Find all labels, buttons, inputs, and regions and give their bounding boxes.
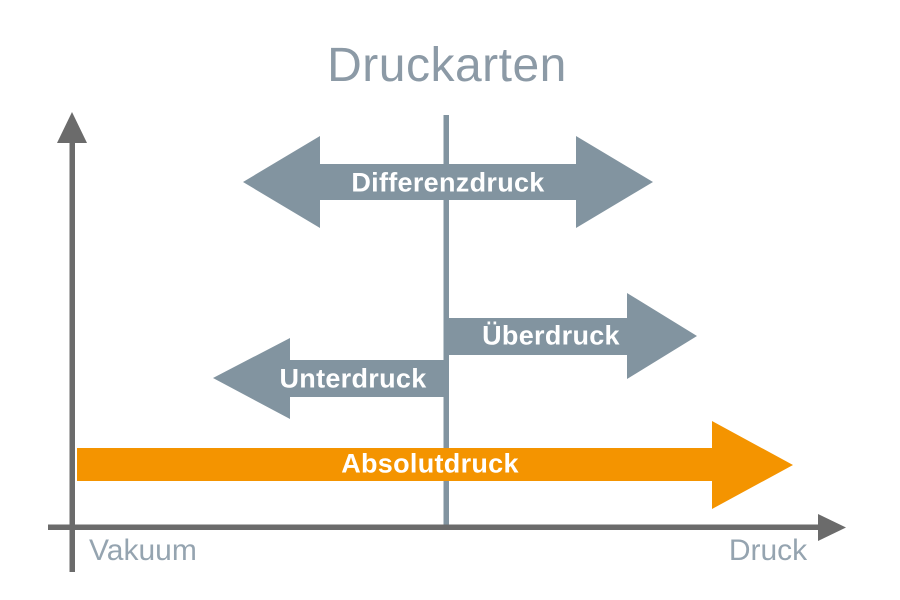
- y-axis-line: [69, 135, 75, 572]
- x-axis-line: [48, 524, 820, 530]
- differenzdruck-arrow: [243, 136, 653, 228]
- differenzdruck-label: Differenzdruck: [351, 167, 545, 198]
- x-axis-left-label: Vakuum: [89, 534, 197, 567]
- x-axis-arrowhead-icon: [818, 514, 846, 541]
- absolutdruck-arrow: [77, 421, 793, 509]
- unterdruck-arrow: [213, 338, 446, 419]
- x-axis-right-label: Druck: [728, 534, 808, 567]
- absolutdruck-label: Absolutdruck: [341, 448, 519, 479]
- unterdruck-label: Unterdruck: [279, 363, 427, 394]
- ueberdruck-arrow: [446, 293, 697, 379]
- ueberdruck-label: Überdruck: [482, 320, 620, 351]
- diagram-title: Druckarten: [327, 39, 567, 92]
- y-axis-arrowhead-icon: [57, 112, 87, 143]
